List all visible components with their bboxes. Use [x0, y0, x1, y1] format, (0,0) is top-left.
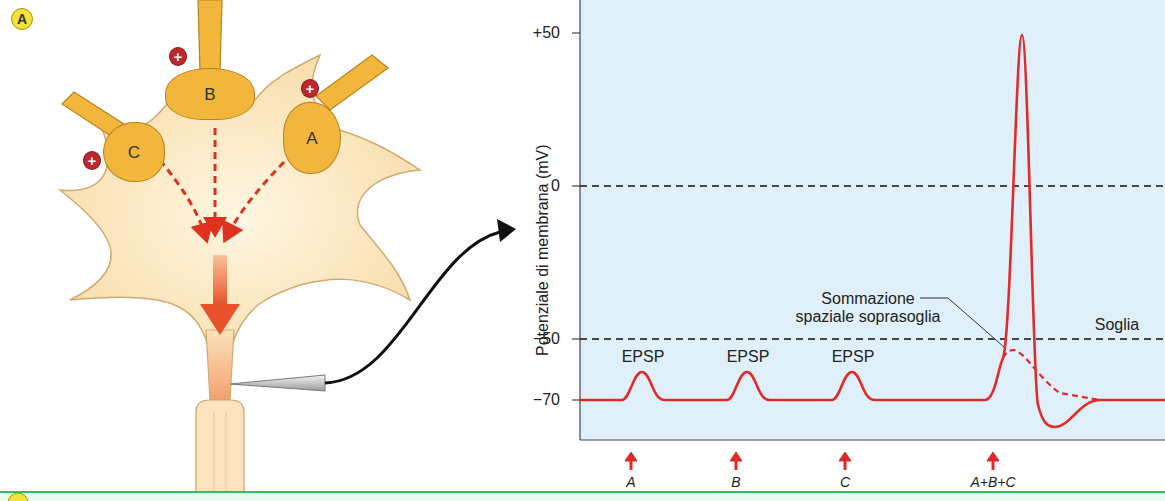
epsp-label: EPSP: [727, 348, 770, 366]
tick-label: +50: [533, 24, 560, 42]
node-text: +: [306, 81, 315, 96]
synaptic-terminal: C: [103, 122, 165, 182]
y-axis: [579, 0, 580, 440]
synaptic-terminal: A: [283, 102, 341, 174]
x-axis: [580, 439, 1165, 440]
membrane-trace: [580, 35, 1165, 427]
stimulus-label: A+B+C: [970, 474, 1015, 490]
ticks: [572, 33, 580, 400]
stimulus-label: C: [840, 474, 850, 490]
stimulus-arrows: [625, 452, 999, 470]
annotation: Sommazione spaziale soprasoglia: [790, 290, 946, 327]
node-text: B: [204, 86, 215, 103]
node-text: A: [306, 130, 317, 147]
panel-label: A: [11, 8, 33, 30]
stimulus-label: B: [731, 474, 740, 490]
node-text: +: [174, 49, 183, 64]
excitatory-sign: +: [169, 47, 187, 66]
stimulus-label: A: [626, 474, 635, 490]
tick-label: −70: [533, 391, 560, 409]
node-text: +: [88, 153, 97, 168]
threshold-label: Soglia: [1095, 316, 1139, 334]
node-text: C: [128, 144, 140, 161]
excitatory-sign: +: [301, 79, 319, 98]
epsp-label: EPSP: [622, 348, 665, 366]
zero-line: [580, 185, 1165, 187]
synaptic-terminal: B: [165, 68, 255, 120]
subthreshold-trace: [1003, 350, 1100, 400]
excitatory-sign: +: [83, 151, 101, 170]
node-text: A: [17, 12, 27, 26]
neuron: [60, 0, 516, 501]
epsp-label: EPSP: [832, 348, 875, 366]
tick-label: 0: [551, 177, 560, 195]
threshold-line: [580, 338, 1165, 340]
plot-area: [580, 0, 1165, 440]
axis-title: Potenziale di membrana (mV): [534, 144, 552, 356]
